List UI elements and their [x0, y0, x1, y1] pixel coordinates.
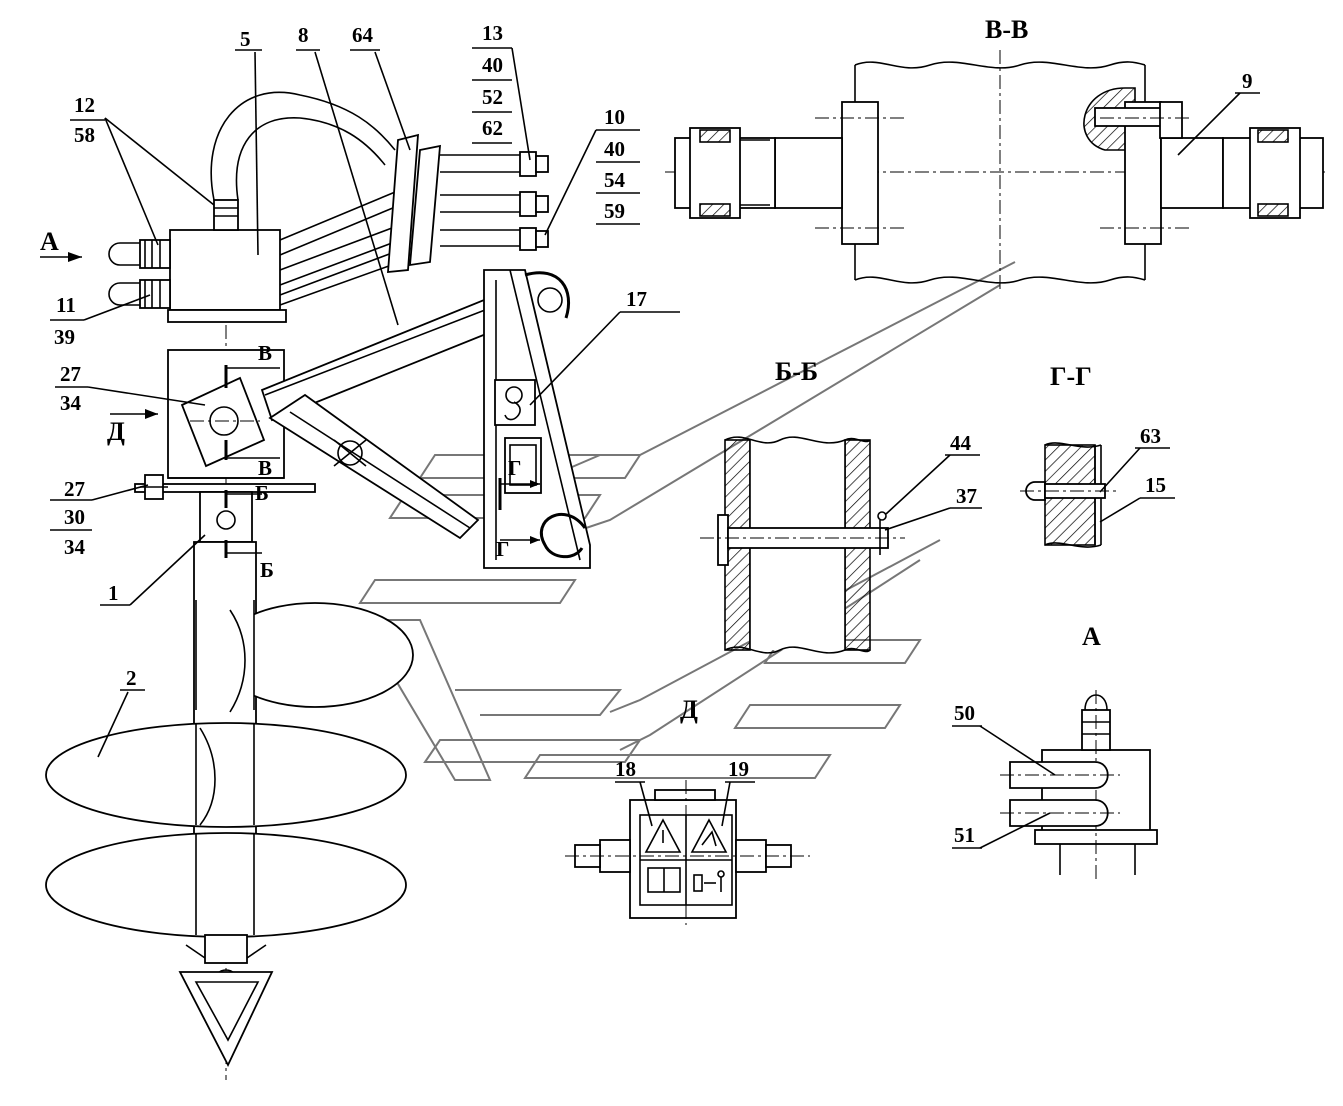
hand-crush-warning-icon — [690, 818, 728, 853]
view-a — [1000, 690, 1158, 880]
callout-58: 58 — [74, 123, 95, 147]
callout-34-upper: 34 — [60, 391, 82, 415]
callout-34-lower: 34 — [64, 535, 86, 559]
section-mark-b-top: Б — [255, 481, 269, 505]
callout-17: 17 — [626, 287, 647, 311]
keep-distance-person-icon — [693, 870, 725, 892]
section-gg — [1020, 442, 1120, 548]
callout-37: 37 — [956, 484, 977, 508]
section-bb — [700, 436, 905, 654]
section-mark-g-bottom: Г — [496, 537, 509, 561]
callout-52: 52 — [482, 85, 503, 109]
callout-1: 1 — [108, 581, 119, 605]
callout-59: 59 — [604, 199, 625, 223]
view-arrow-a-label: А — [40, 227, 59, 256]
callout-2: 2 — [126, 666, 137, 690]
callout-12: 12 — [74, 93, 95, 117]
hydraulic-motor-block — [169, 229, 281, 311]
labels: В-В Б-Б Г-Г А Д А Д В В Б Б Г Г 12 58 5 … — [40, 15, 1253, 847]
callout-50: 50 — [954, 701, 975, 725]
callout-27-lower: 27 — [64, 477, 85, 501]
callout-62: 62 — [482, 116, 503, 140]
section-mark-v-top: В — [258, 341, 272, 365]
view-d — [565, 780, 810, 925]
callout-19: 19 — [728, 757, 749, 781]
section-mark-b-bottom: Б — [260, 558, 274, 582]
callout-30: 30 — [64, 505, 85, 529]
callout-54: 54 — [604, 168, 626, 192]
lifting-hook-icon — [504, 386, 523, 421]
section-title-bb: Б-Б — [775, 357, 818, 386]
section-title-vv: В-В — [985, 15, 1028, 44]
view-arrow-d-label: Д — [107, 417, 125, 446]
callout-51: 51 — [954, 823, 975, 847]
manual-book-icon — [647, 867, 681, 893]
section-title-gg: Г-Г — [1050, 362, 1092, 391]
section-vv — [665, 50, 1325, 290]
callout-10: 10 — [604, 105, 625, 129]
callout-13: 13 — [482, 21, 503, 45]
callout-64: 64 — [352, 23, 374, 47]
callout-40-lower: 40 — [604, 137, 625, 161]
section-mark-v-bottom: В — [258, 456, 272, 480]
callout-8: 8 — [298, 23, 309, 47]
callout-27-upper: 27 — [60, 362, 81, 386]
callout-15: 15 — [1145, 473, 1166, 497]
callout-18: 18 — [615, 757, 636, 781]
callout-5: 5 — [240, 27, 251, 51]
callout-39: 39 — [54, 325, 75, 349]
leader-lines — [50, 47, 1260, 849]
callout-44: 44 — [950, 431, 972, 455]
callout-11: 11 — [56, 293, 76, 317]
main-assembly — [40, 91, 591, 1080]
view-title-a: А — [1082, 622, 1101, 651]
section-mark-g-top: Г — [508, 456, 521, 480]
callout-9: 9 — [1242, 69, 1253, 93]
warning-triangle-icon — [644, 818, 682, 853]
view-title-d: Д — [680, 695, 698, 724]
callout-63: 63 — [1140, 424, 1161, 448]
callout-40-upper: 40 — [482, 53, 503, 77]
